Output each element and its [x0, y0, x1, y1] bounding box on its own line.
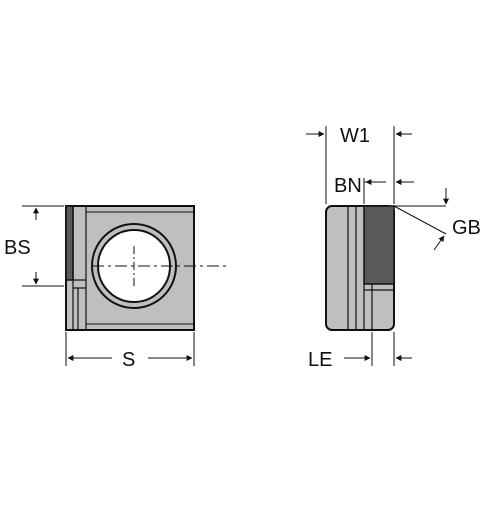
chip-land-side — [363, 205, 395, 285]
dimension-bn: BN — [334, 175, 414, 204]
dimension-s: S — [65, 332, 195, 371]
label-s: S — [122, 349, 135, 371]
label-gb: GB — [452, 217, 481, 239]
side-view — [325, 205, 395, 331]
label-bs: BS — [4, 237, 31, 259]
label-bn: BN — [334, 175, 362, 197]
label-le: LE — [308, 349, 332, 371]
front-view — [65, 205, 228, 331]
label-w1: W1 — [340, 125, 370, 147]
chipbreaker-strip-front — [65, 205, 74, 281]
dimension-gb: GB — [393, 188, 481, 251]
dimension-bs: BS — [4, 205, 64, 287]
dimension-w1: W1 — [306, 125, 412, 204]
dimension-le: LE — [308, 332, 412, 371]
